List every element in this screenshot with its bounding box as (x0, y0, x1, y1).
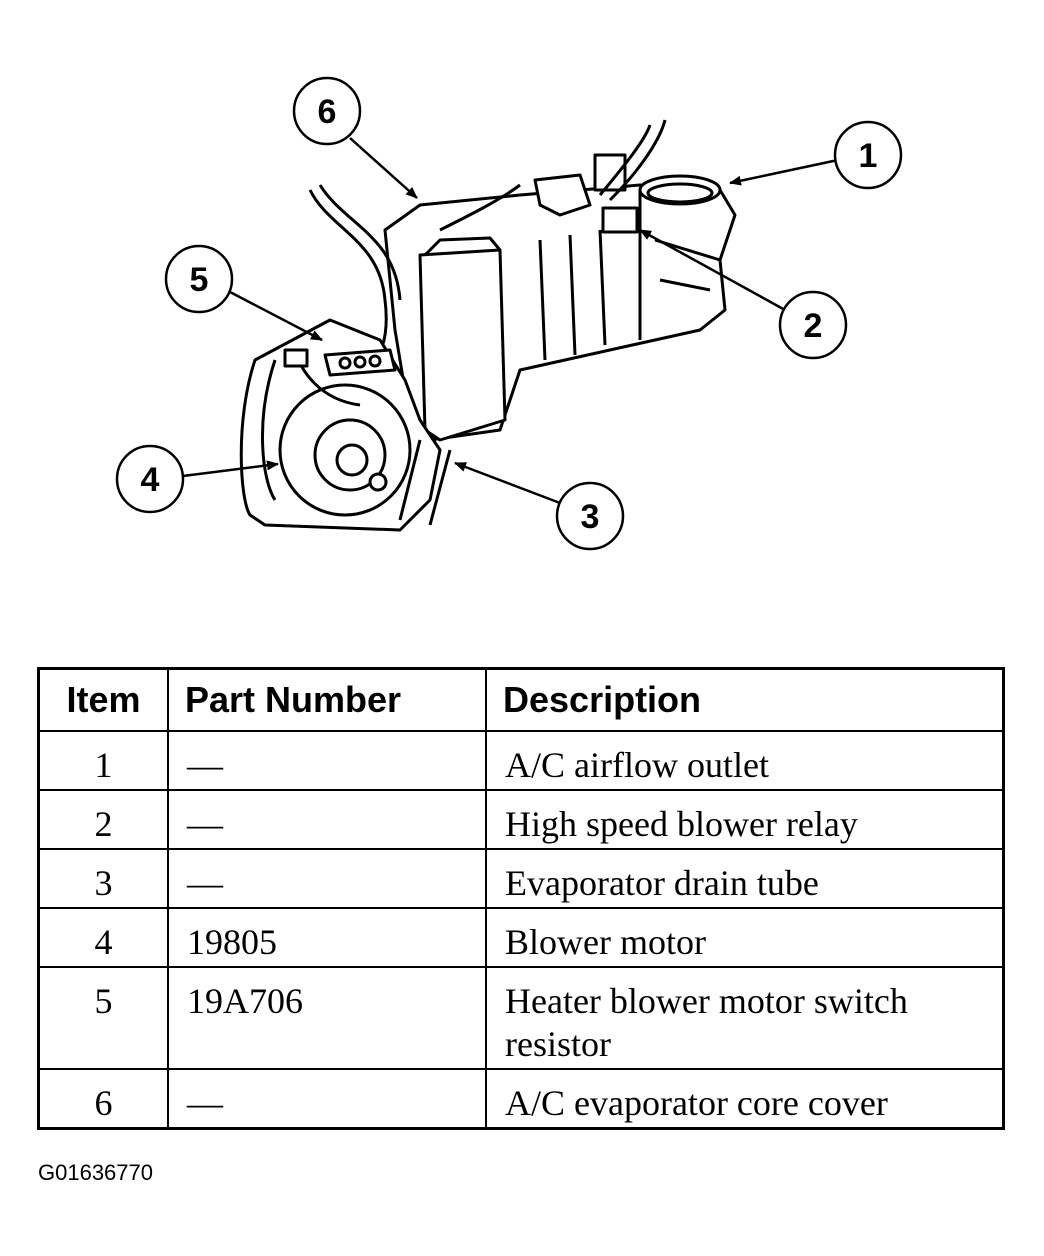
header-item: Item (37, 667, 169, 732)
callout-3: 3 (555, 481, 625, 551)
row-item: 2 (37, 789, 169, 850)
table-row: 5 19A706 Heater blower motor switch resi… (37, 966, 1005, 1070)
header-description: Description (485, 667, 1005, 732)
leader-1 (729, 158, 839, 186)
row-description: High speed blower relay (485, 789, 1005, 850)
hvac-housing-drawing (239, 119, 737, 532)
row-description: A/C airflow outlet (485, 730, 1005, 791)
callout-3-label: 3 (581, 498, 600, 536)
callout-1-label: 1 (859, 137, 878, 175)
table-row: 3 — Evaporator drain tube (37, 848, 1005, 909)
header-part-number: Part Number (167, 667, 487, 732)
row-description: A/C evaporator core cover (485, 1068, 1005, 1130)
callout-6-label: 6 (318, 93, 337, 131)
row-item: 3 (37, 848, 169, 909)
callout-1: 1 (833, 120, 903, 190)
row-description: Heater blower motor switch resistor (485, 966, 1005, 1070)
hvac-assembly-illustration: 1 2 3 4 5 6 (115, 76, 903, 551)
row-item: 1 (37, 730, 169, 791)
figure-code: G01636770 (38, 1160, 153, 1185)
leader-6 (349, 137, 418, 199)
parts-table: Item Part Number Description 1 — A/C air… (37, 667, 1005, 1130)
row-part-number: — (167, 789, 487, 850)
callout-2: 2 (778, 290, 848, 360)
table-row: 2 — High speed blower relay (37, 789, 1005, 850)
callout-4-label: 4 (141, 461, 160, 499)
row-item: 5 (37, 966, 169, 1070)
row-part-number: — (167, 848, 487, 909)
callout-2-label: 2 (804, 307, 823, 345)
leader-2 (639, 228, 786, 312)
row-item: 4 (37, 907, 169, 968)
leader-3 (454, 461, 561, 505)
row-part-number: 19805 (167, 907, 487, 968)
callout-5: 5 (164, 244, 234, 314)
row-description: Blower motor (485, 907, 1005, 968)
row-part-number: — (167, 1068, 487, 1130)
table-row: 1 — A/C airflow outlet (37, 730, 1005, 791)
row-part-number: 19A706 (167, 966, 487, 1070)
leader-4 (182, 460, 279, 478)
callout-4: 4 (115, 444, 185, 514)
row-item: 6 (37, 1068, 169, 1130)
callout-6: 6 (292, 76, 362, 146)
table-row: 4 19805 Blower motor (37, 907, 1005, 968)
table-row: 6 — A/C evaporator core cover (37, 1068, 1005, 1130)
row-part-number: — (167, 730, 487, 791)
callout-5-label: 5 (190, 261, 209, 299)
table-header-row: Item Part Number Description (37, 667, 1005, 732)
row-description: Evaporator drain tube (485, 848, 1005, 909)
callout-leaders (182, 137, 839, 505)
leader-5 (229, 290, 323, 342)
